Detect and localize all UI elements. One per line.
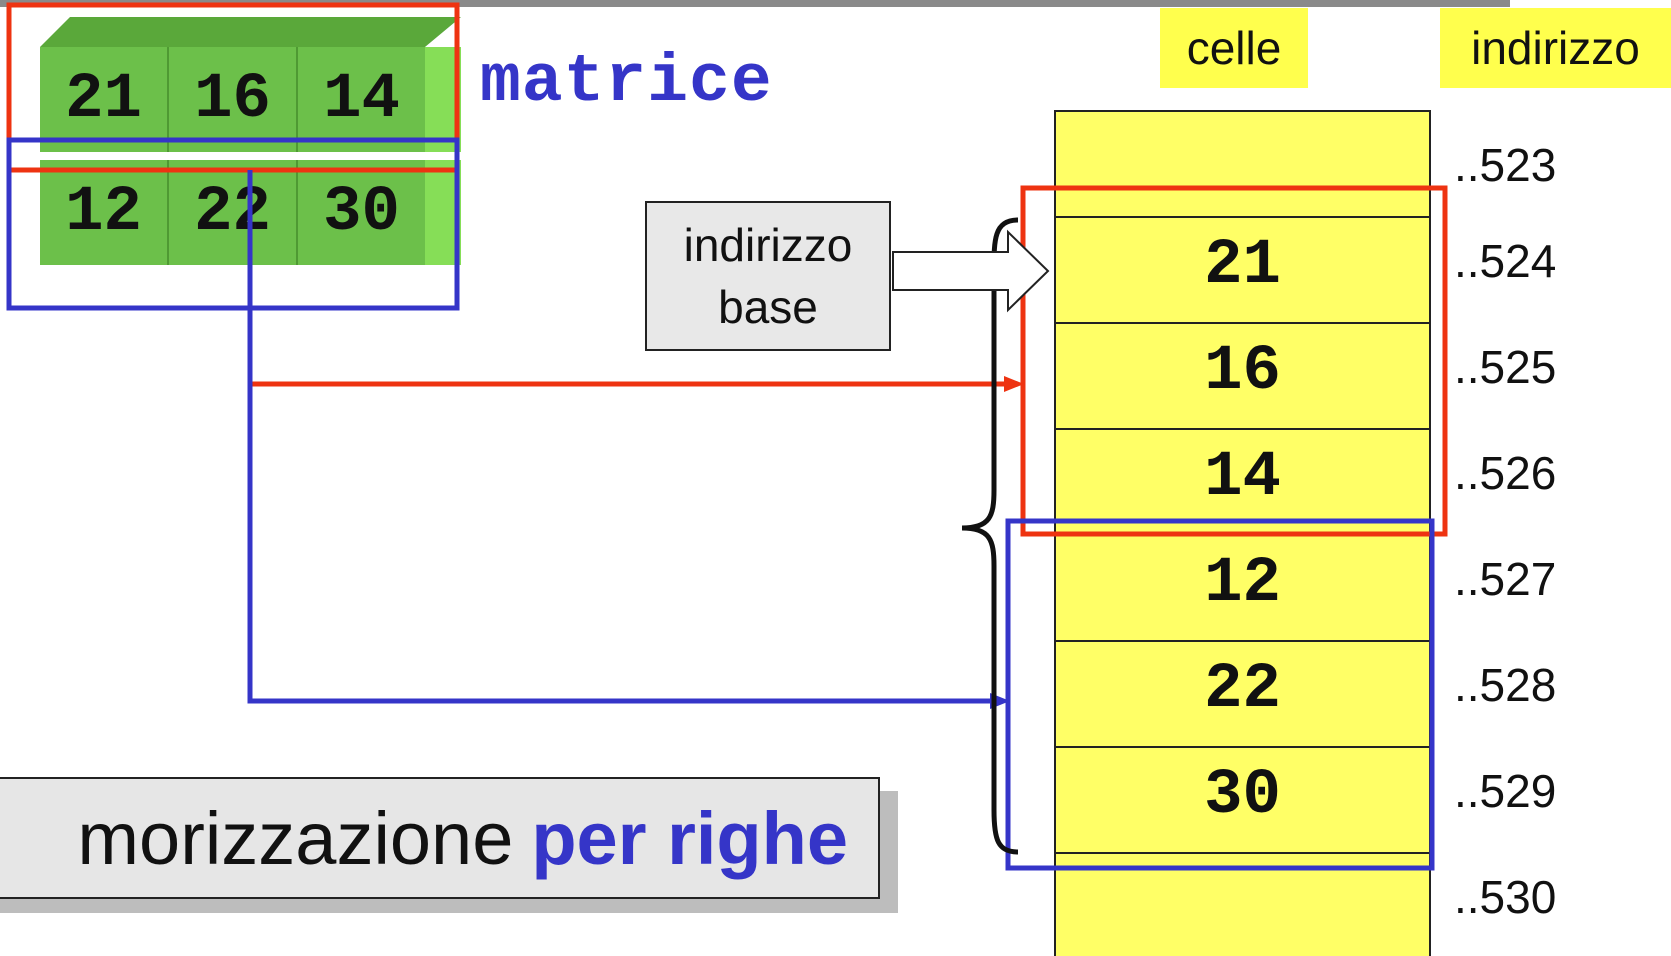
address-label: ..529 <box>1454 765 1557 817</box>
row2-arrowhead <box>990 693 1010 709</box>
address-label: ..527 <box>1454 553 1557 605</box>
cube-side-face <box>425 160 461 265</box>
memory-cell-value: 21 <box>1204 230 1281 302</box>
address-label: ..523 <box>1454 139 1557 191</box>
memory-cell-value: 16 <box>1204 336 1281 408</box>
memory-cell-value: 14 <box>1204 442 1281 514</box>
matrix-row-2: 12 22 30 <box>40 160 461 265</box>
memory-divider <box>1056 534 1429 536</box>
caption-text: morizzazione <box>77 796 514 880</box>
address-label: ..528 <box>1454 659 1557 711</box>
matrix-cell: 21 <box>40 47 169 152</box>
base-address-line1: indirizzo <box>683 219 853 271</box>
address-label: ..526 <box>1454 447 1557 499</box>
memory-brace <box>961 217 1019 855</box>
caption-box: morizzazione per righe <box>0 777 898 913</box>
top-border <box>0 0 1510 7</box>
matrix-row-1: 21 16 14 <box>40 17 461 152</box>
address-label: ..525 <box>1454 341 1557 393</box>
matrix-cell: 22 <box>169 160 298 265</box>
matrix-cell: 16 <box>169 47 298 152</box>
cube-side-face <box>425 47 461 152</box>
cells-header: celle <box>1160 8 1308 88</box>
row1-arrowhead <box>1004 376 1024 392</box>
base-address-line2: base <box>718 281 818 333</box>
memory-divider <box>1056 216 1429 218</box>
address-label: ..524 <box>1454 235 1557 287</box>
base-address-arrow <box>892 229 1050 313</box>
memory-divider <box>1056 852 1429 854</box>
cube-top-face <box>40 17 461 47</box>
caption-emphasis: per righe <box>531 796 848 880</box>
address-label: ..530 <box>1454 871 1557 923</box>
memory-cell-value: 22 <box>1204 654 1281 726</box>
memory-cell-value: 30 <box>1204 760 1281 832</box>
memory-divider <box>1056 322 1429 324</box>
memory-divider <box>1056 428 1429 430</box>
matrix-cell: 30 <box>298 160 425 265</box>
address-header: indirizzo <box>1440 8 1671 88</box>
memory-column: 21 16 14 12 22 30 <box>1054 110 1431 956</box>
matrix-title: matrice <box>480 44 773 121</box>
memory-cell-value: 12 <box>1204 548 1281 620</box>
base-address-box: indirizzo base <box>645 201 891 351</box>
memory-divider <box>1056 746 1429 748</box>
memory-divider <box>1056 640 1429 642</box>
matrix-cell: 12 <box>40 160 169 265</box>
matrix-cell: 14 <box>298 47 425 152</box>
